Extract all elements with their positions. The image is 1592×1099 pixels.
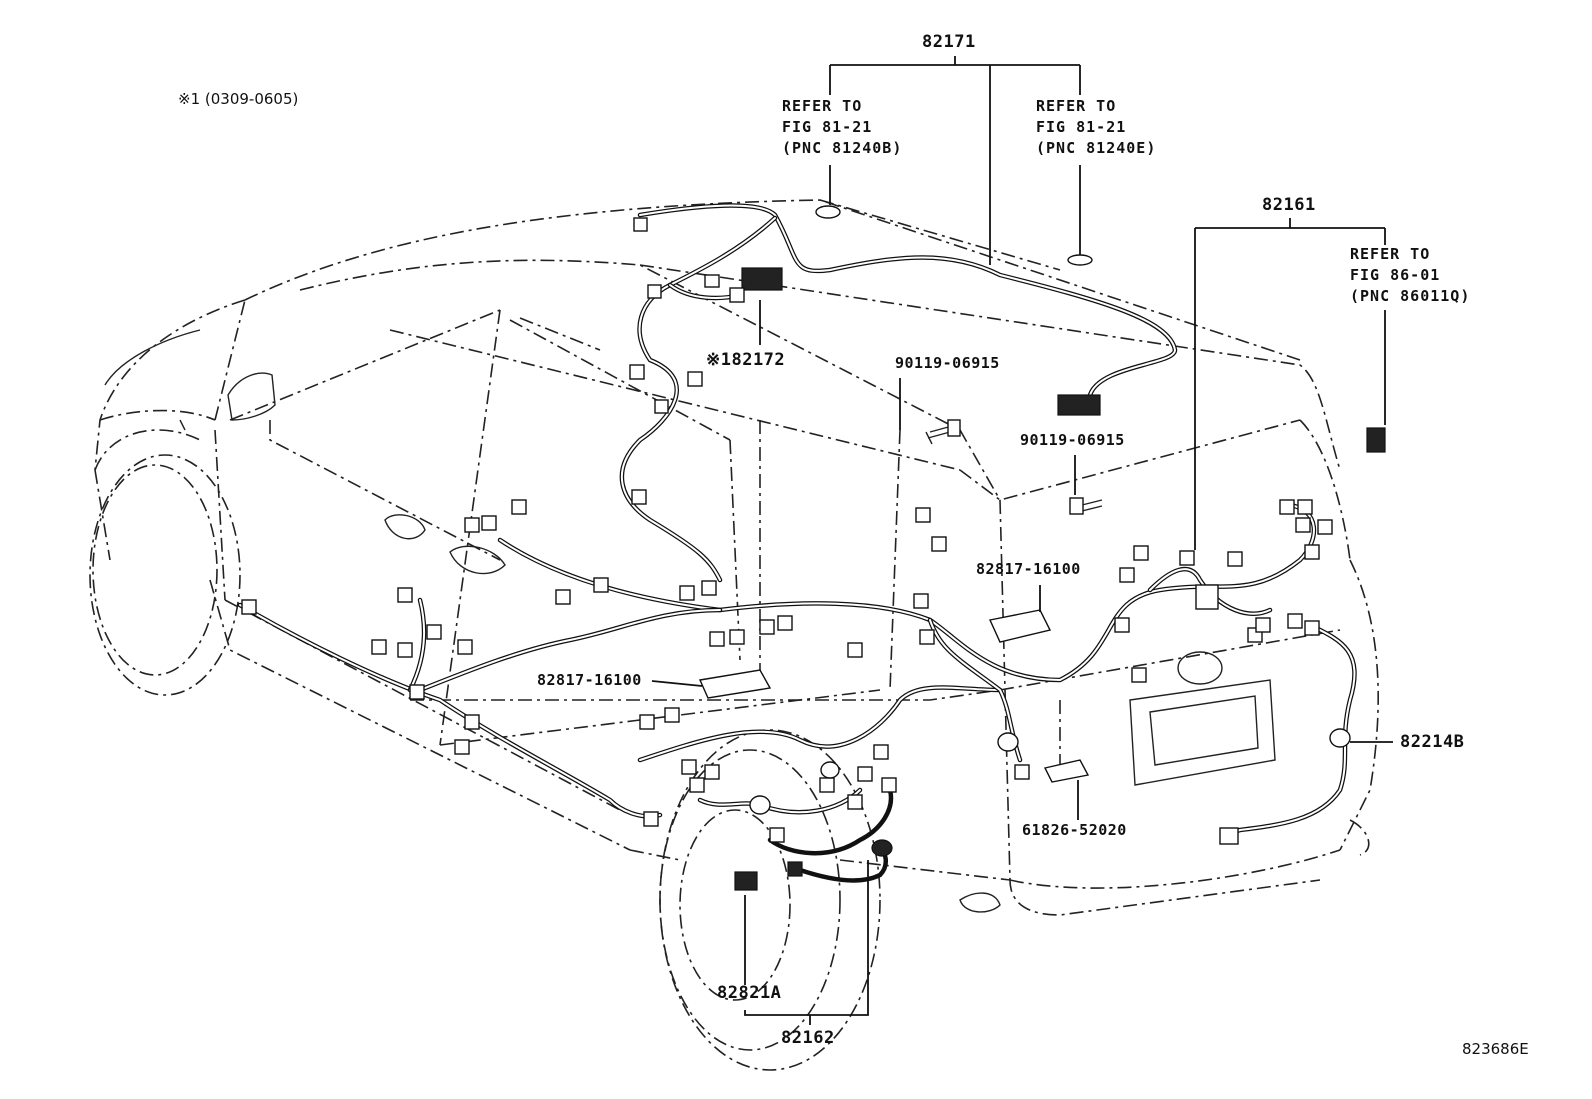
part-number-82172[interactable]: ※182172 (706, 350, 786, 370)
ref2-line2: FIG 81-21 (1036, 118, 1127, 136)
refer-to-block-3[interactable]: REFER TO FIG 86-01 (PNC 86011Q) (1350, 244, 1470, 307)
part-number-90119-upper[interactable]: 90119-06915 (895, 354, 1000, 372)
part-number-90119-lower[interactable]: 90119-06915 (1020, 431, 1125, 449)
ref1-line2: FIG 81-21 (782, 118, 873, 136)
ref3-line3: (PNC 86011Q) (1350, 287, 1471, 305)
ref3-line1: REFER TO (1350, 245, 1431, 263)
ref2-line3: (PNC 81240E) (1036, 139, 1157, 157)
part-number-82821a[interactable]: 82821A (717, 983, 782, 1003)
refer-to-block-1[interactable]: REFER TO FIG 81-21 (PNC 81240B) (782, 96, 902, 159)
part-number-82817-upper[interactable]: 82817-16100 (976, 560, 1081, 578)
leader-lines (651, 56, 1393, 1025)
part-number-82162[interactable]: 82162 (781, 1028, 835, 1048)
connectors (241, 205, 1386, 891)
illustration-id: 823686E (1462, 1040, 1529, 1058)
part-number-82214b[interactable]: 82214B (1400, 732, 1465, 752)
ref1-line3: (PNC 81240B) (782, 139, 903, 157)
wire-harnesses (237, 203, 1357, 883)
refer-to-block-2[interactable]: REFER TO FIG 81-21 (PNC 81240E) (1036, 96, 1156, 159)
part-number-82161[interactable]: 82161 (1262, 195, 1316, 215)
ref2-line1: REFER TO (1036, 97, 1117, 115)
ref1-line1: REFER TO (782, 97, 863, 115)
part-number-82171[interactable]: 82171 (922, 32, 976, 52)
ref3-line2: FIG 86-01 (1350, 266, 1441, 284)
applicability-note: ※1 (0309-0605) (178, 90, 299, 108)
part-number-82817-lower[interactable]: 82817-16100 (537, 671, 642, 689)
part-number-61826[interactable]: 61826-52020 (1022, 821, 1127, 839)
